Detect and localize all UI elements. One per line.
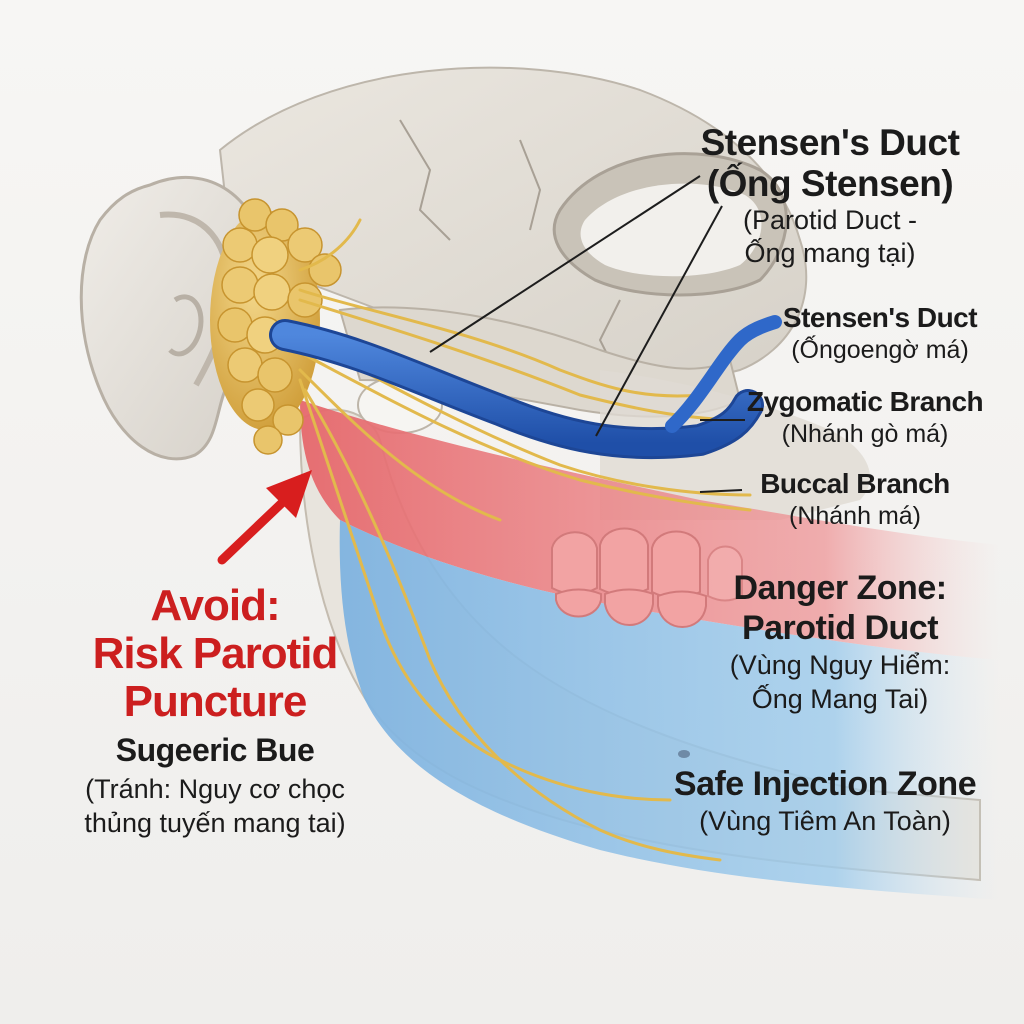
label-subtitle: (Nhánh gò má)	[781, 420, 949, 448]
danger-zone	[300, 400, 1000, 660]
label-title: Zygomatic Branch	[746, 386, 984, 417]
warning-title: Avoid:	[150, 581, 280, 630]
buccal-branch-label: Buccal Branch (Nhánh má)	[745, 468, 965, 532]
tooth	[551, 531, 598, 595]
warning-arrow	[217, 470, 312, 565]
orbit-inner	[580, 183, 762, 277]
warning-translation: (Tránh: Nguy cơ chọc	[85, 774, 345, 804]
nerve-branch	[298, 378, 672, 802]
label-title: Buccal Branch	[760, 468, 950, 499]
label-subtitle: (Ốngoengờ má)	[791, 336, 969, 364]
warning-title: Puncture	[123, 677, 308, 726]
label-title: Safe Injection Zone	[673, 765, 977, 803]
warning-title: Risk Parotid	[92, 629, 339, 678]
label-title: Danger Zone:	[733, 569, 947, 607]
skull-crack	[399, 119, 451, 241]
stensens-duct-terminal-label: Stensen's Duct (Ốngoengờ má)	[760, 302, 1000, 366]
mental-foramen	[678, 750, 690, 758]
label-subtitle: Ống Mang Tai)	[751, 684, 929, 714]
warning-translation: thủng tuyến mang tai)	[84, 808, 346, 838]
tooth	[657, 590, 707, 628]
tooth	[599, 527, 649, 596]
danger-zone-label: Danger Zone: Parotid Duct (Vùng Nguy Hiể…	[700, 568, 980, 716]
tooth	[651, 530, 701, 599]
label-subtitle: (Parotid Duct -	[742, 205, 918, 235]
skull-crack	[519, 139, 542, 231]
stensens-duct-label: Stensen's Duct (Ống Stensen) (Parotid Du…	[690, 122, 970, 270]
nerve-branch	[298, 288, 702, 398]
leader-lines	[429, 175, 745, 493]
teeth	[551, 527, 743, 628]
label-title: Stensen's Duct	[782, 302, 978, 333]
nerve-branch	[303, 353, 752, 512]
tooth	[707, 545, 743, 602]
safe-injection-zone-label: Safe Injection Zone (Vùng Tiêm An Toàn)	[660, 764, 990, 838]
parotid-gland	[210, 198, 342, 455]
nerve-branch	[298, 218, 362, 272]
tooth	[604, 588, 654, 626]
maxilla	[600, 370, 870, 520]
stensens-duct-terminal	[665, 315, 782, 433]
nerve-branch	[303, 388, 722, 862]
leader-line	[429, 175, 701, 353]
avoid-warning-label: Avoid: Risk Parotid Puncture Sugeeric Bu…	[50, 582, 380, 840]
warning-subtitle: Sugeeric Bue	[115, 732, 315, 768]
nerve-branch	[298, 368, 502, 522]
label-title: Parotid Duct	[741, 609, 939, 647]
zygomatic-branch-label: Zygomatic Branch (Nhánh gò má)	[735, 386, 995, 450]
tooth	[555, 588, 602, 618]
stensens-duct-inner	[272, 322, 761, 457]
safe-injection-zone	[339, 520, 1000, 900]
label-title: Stensen's Duct	[700, 122, 960, 163]
label-subtitle: (Vùng Tiêm An Toàn)	[699, 806, 951, 836]
label-subtitle: (Nhánh má)	[789, 502, 921, 530]
leader-line	[699, 489, 743, 493]
leader-line	[595, 205, 723, 437]
label-title-translation: (Ống Stensen)	[706, 163, 954, 204]
ear-concha	[168, 294, 204, 357]
label-subtitle: Ống mang tại)	[744, 238, 916, 268]
label-subtitle: (Vùng Nguy Hiểm:	[729, 650, 951, 680]
